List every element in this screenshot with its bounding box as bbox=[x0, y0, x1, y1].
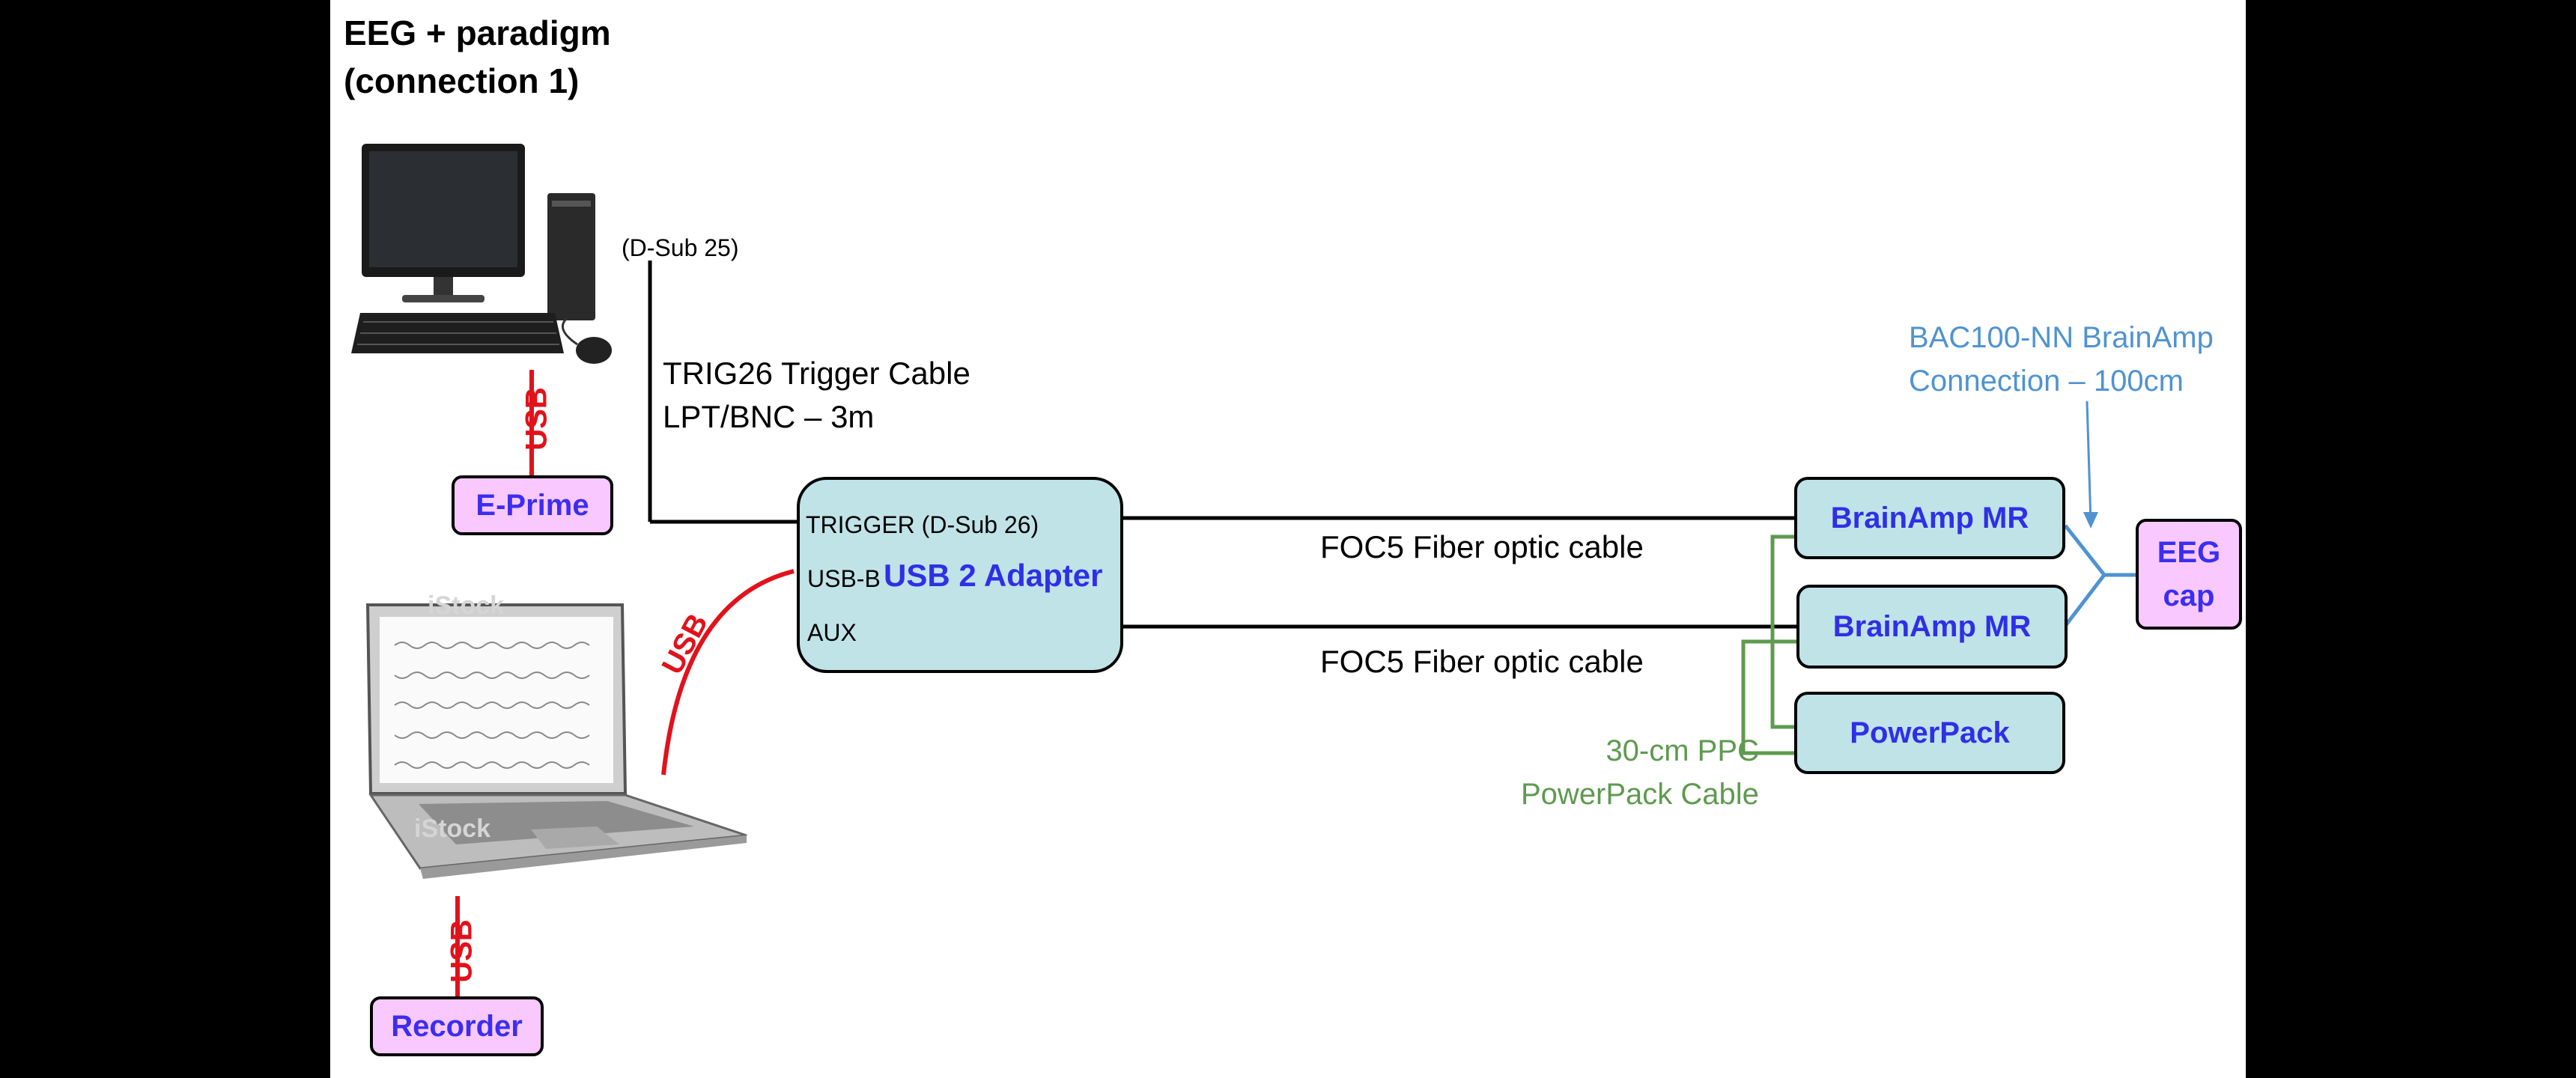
eeg-cap-line-2: cap bbox=[2163, 579, 2215, 612]
adapter-trigger-port: TRIGGER (D-Sub 26) bbox=[806, 511, 1039, 538]
watermark-1: iStock bbox=[428, 591, 505, 620]
brainamp-mr-1: BrainAmp MR bbox=[1794, 477, 2065, 559]
recorder-box: Recorder bbox=[370, 996, 544, 1056]
trigger-cable-line-1: TRIG26 Trigger Cable bbox=[663, 356, 970, 391]
usb-label-pc: USB bbox=[520, 387, 553, 451]
powerpack-cable-label: 30-cm PPC PowerPack Cable bbox=[1521, 729, 1759, 816]
brainamp-connection-line-2: Connection – 100cm bbox=[1909, 365, 2184, 398]
watermark-2: iStock bbox=[414, 814, 491, 843]
fiber-cable-label-2: FOC5 Fiber optic cable bbox=[1320, 644, 1644, 679]
powerpack-box: PowerPack bbox=[1794, 692, 2065, 774]
pc-port-label: (D-Sub 25) bbox=[622, 234, 739, 261]
trigger-cable-label: TRIG26 Trigger Cable LPT/BNC – 3m bbox=[663, 352, 970, 439]
title-line-1: EEG + paradigm bbox=[344, 13, 611, 52]
adapter-aux-port: AUX bbox=[807, 619, 857, 646]
laptop-icon bbox=[365, 603, 747, 879]
adapter-usb-port: USB-B bbox=[807, 565, 881, 592]
brainamp-connection-label: BAC100-NN BrainAmp Connection – 100cm bbox=[1909, 316, 2214, 403]
diagram-slide: iStock iStock EEG + paradigm (connection… bbox=[330, 0, 2246, 1078]
desktop-computer-icon bbox=[351, 144, 612, 364]
powerpack-cable-line-2: PowerPack Cable bbox=[1521, 778, 1759, 811]
brainamp-connection-line-1: BAC100-NN BrainAmp bbox=[1909, 321, 2214, 354]
trigger-cable-line-2: LPT/BNC – 3m bbox=[663, 399, 875, 434]
powerpack-cable-line-1: 30-cm PPC bbox=[1606, 734, 1759, 767]
e-prime-box: E-Prime bbox=[452, 475, 613, 535]
fiber-cable-label-1: FOC5 Fiber optic cable bbox=[1320, 529, 1644, 564]
title-line-2: (connection 1) bbox=[344, 61, 580, 100]
usb-2-adapter: TRIGGER (D-Sub 26) USB-B USB 2 Adapter A… bbox=[797, 477, 1123, 673]
brainamp-mr-2: BrainAmp MR bbox=[1796, 585, 2068, 669]
connection-lines bbox=[351, 144, 2136, 996]
usb-label-laptop-recorder: USB bbox=[445, 919, 479, 983]
eeg-cap-line-1: EEG bbox=[2157, 536, 2221, 569]
page-title: EEG + paradigm (connection 1) bbox=[344, 9, 611, 105]
eeg-cap-box: EEG cap bbox=[2136, 519, 2242, 630]
adapter-name: USB 2 Adapter bbox=[884, 558, 1103, 593]
